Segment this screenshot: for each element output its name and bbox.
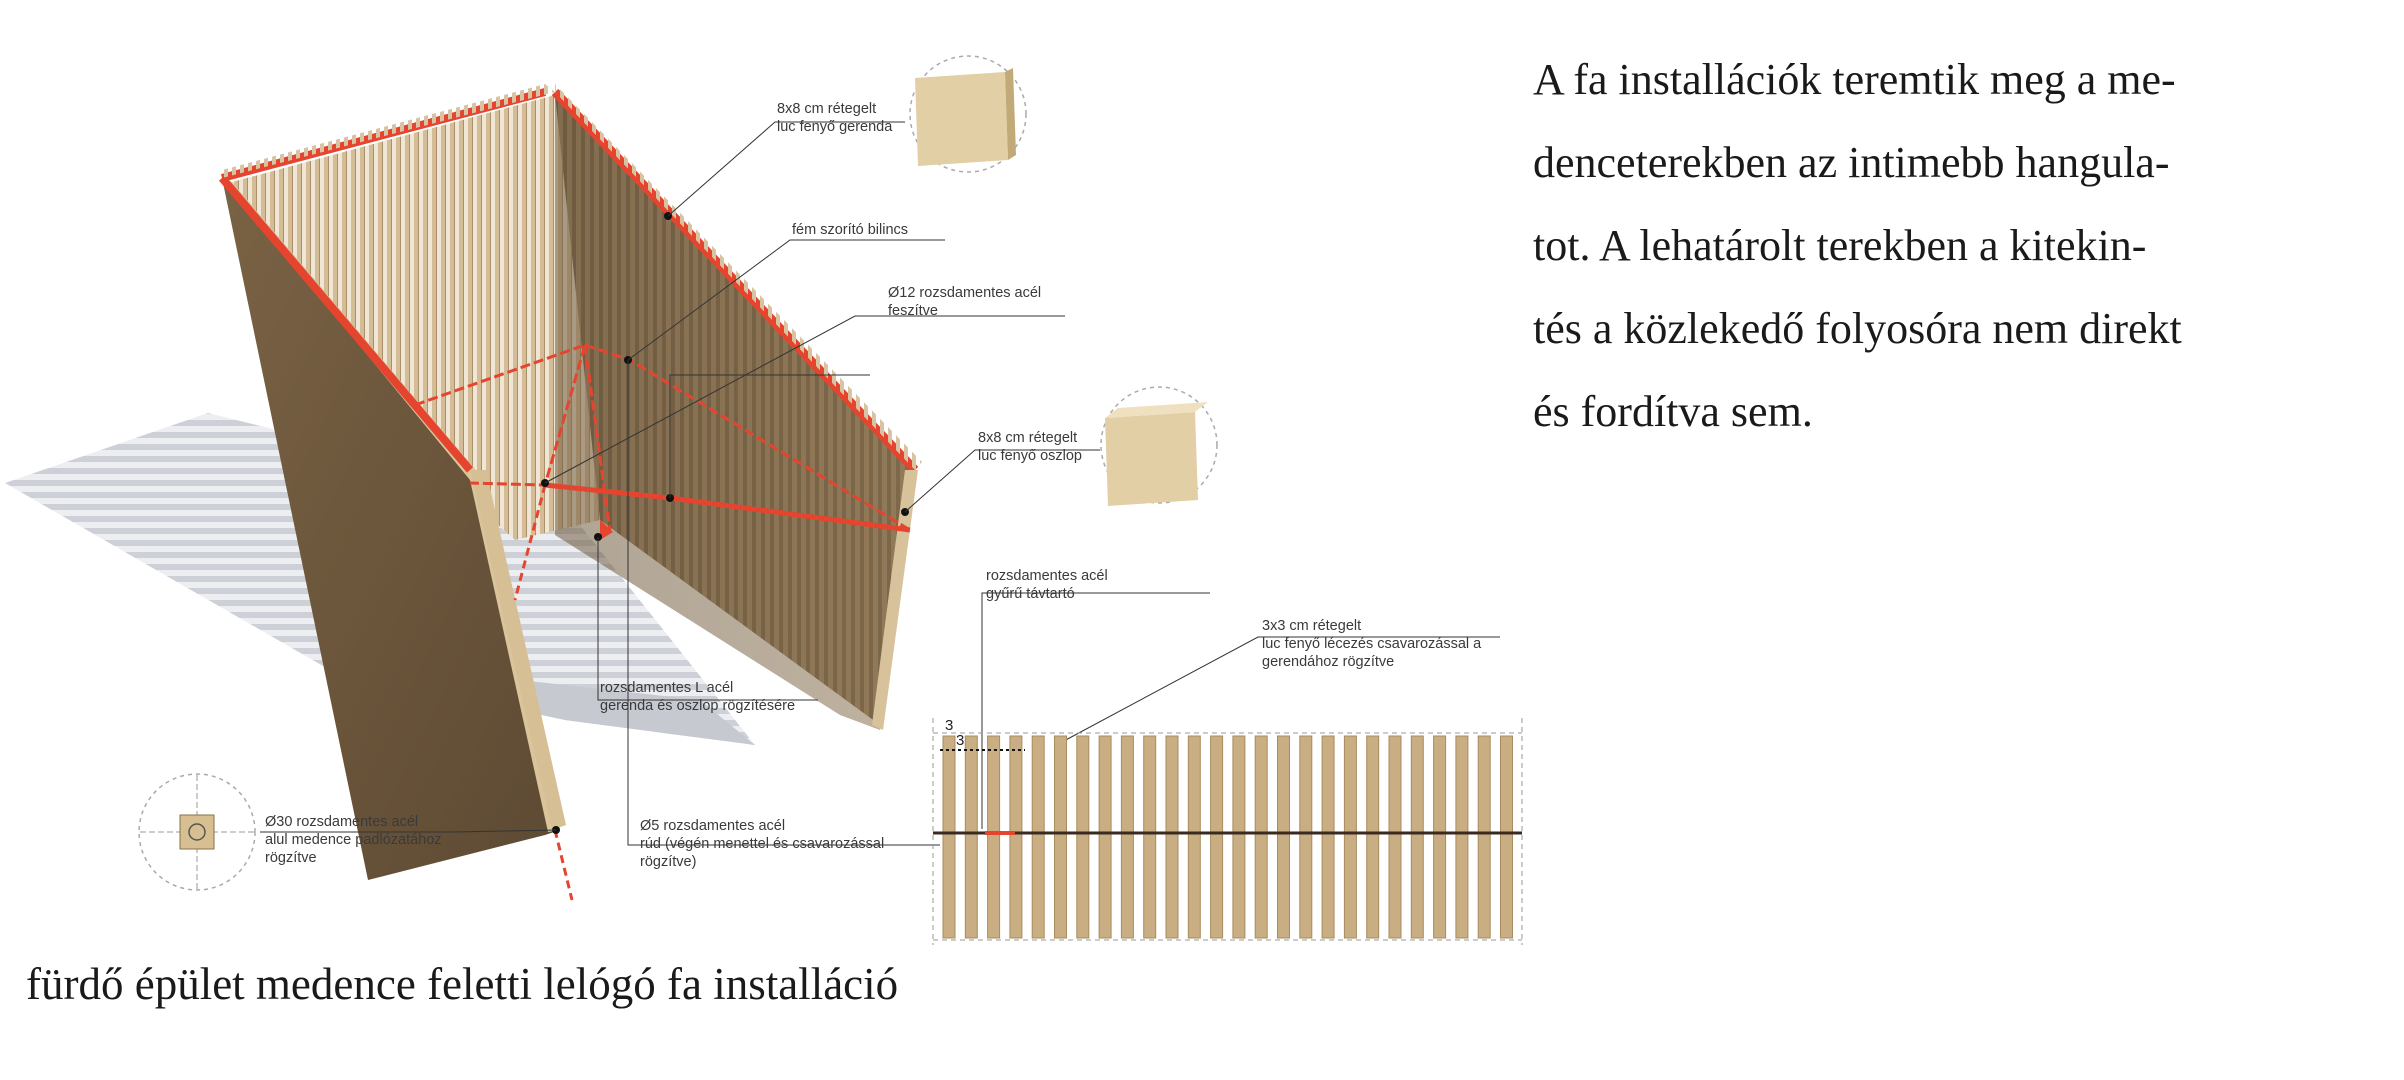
slat — [1277, 735, 1290, 939]
paragraph-line: denceterekben az intimebb hangula- — [1533, 138, 2170, 187]
slat — [1455, 735, 1469, 939]
slat — [1165, 735, 1179, 939]
slat — [987, 735, 1001, 939]
slat — [1477, 735, 1491, 939]
slat — [964, 735, 978, 939]
dimension-a: 3 — [945, 717, 953, 734]
installation-3d-view — [218, 84, 922, 901]
slat — [1009, 735, 1023, 939]
slat — [1254, 735, 1268, 939]
slat — [1031, 735, 1045, 939]
slat — [1321, 735, 1335, 939]
slat — [1410, 735, 1424, 939]
rod-base-detail — [138, 773, 256, 891]
dimension-b: 3 — [956, 732, 964, 749]
paragraph-line: A fa installációk teremtik meg a me- — [1533, 55, 2176, 104]
slat — [1343, 735, 1357, 939]
slat — [1210, 735, 1224, 939]
slat — [1388, 735, 1402, 939]
paragraph-line: tés a közlekedő folyosóra nem direkt — [1533, 304, 2182, 353]
column-section-detail — [1100, 386, 1218, 506]
slat — [1143, 735, 1157, 939]
slat — [942, 735, 956, 939]
slat — [1187, 735, 1201, 939]
slat — [1120, 735, 1134, 939]
label-clamp: fém szorító bilincs — [792, 222, 908, 238]
slat — [1098, 735, 1112, 939]
paragraph-line: és fordítva sem. — [1533, 387, 1813, 436]
paragraph-line: tot. A lehatárolt terekben a kitekin- — [1533, 221, 2147, 270]
slat — [1366, 735, 1380, 939]
leader-lines — [260, 121, 1500, 846]
figure-caption: fürdő épület medence feletti lelógó fa i… — [26, 959, 899, 1009]
slat — [1054, 735, 1067, 939]
slat-elevation-detail — [942, 735, 1513, 939]
slat — [1299, 735, 1313, 939]
slat — [1433, 735, 1447, 939]
slat — [1076, 735, 1090, 939]
slat — [1232, 735, 1246, 939]
beam-section-detail — [909, 55, 1027, 173]
slat — [1500, 735, 1513, 939]
description-paragraph: A fa installációk teremtik meg a me- den… — [1533, 38, 2393, 453]
